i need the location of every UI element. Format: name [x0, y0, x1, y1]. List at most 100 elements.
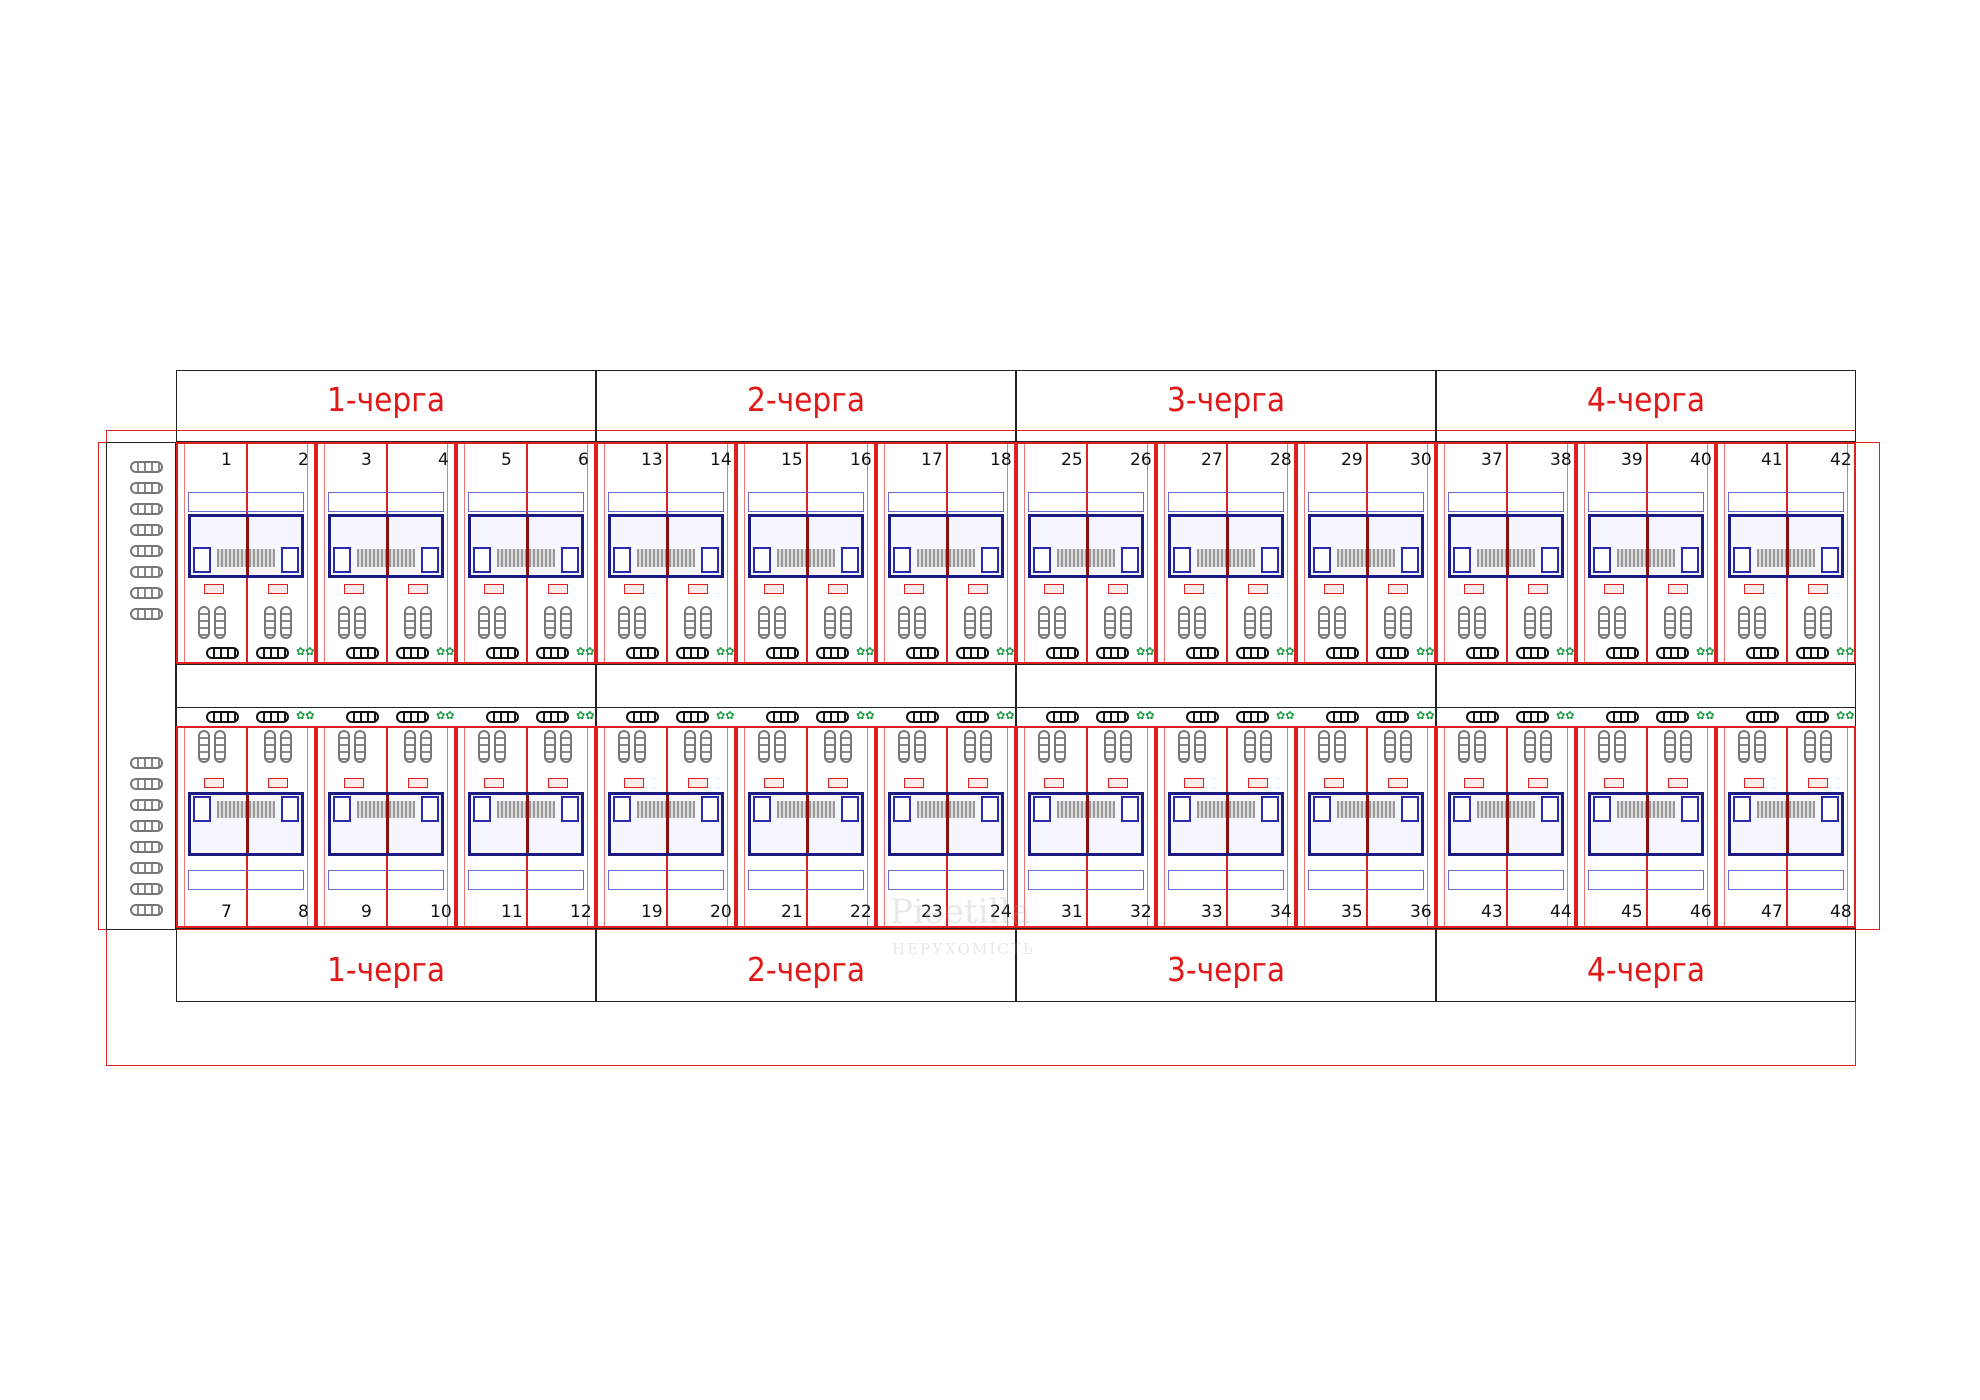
lot-number: 34 [1270, 902, 1292, 922]
party-wall [1506, 795, 1509, 853]
lot-setback [1444, 726, 1568, 928]
phase-header-top [176, 370, 596, 442]
street-parking-car-icon [486, 647, 519, 659]
parking-space-icon [1400, 730, 1412, 763]
parking-space-icon [774, 730, 786, 763]
parking-space-icon [618, 606, 630, 639]
watermark-logo: НЕРУХОМІСТЬ [892, 940, 1035, 958]
lot-number: 43 [1481, 902, 1503, 922]
street-parking-car-icon [1606, 711, 1639, 723]
terrace [188, 492, 304, 512]
entrance-porch [1808, 584, 1828, 594]
street-parking-car-icon [906, 711, 939, 723]
street-parking-car-icon [396, 711, 429, 723]
room [333, 796, 351, 822]
entrance-porch [1044, 584, 1064, 594]
room [1313, 547, 1331, 573]
lot-number: 5 [501, 450, 512, 470]
greenery-icon: ✿✿ [436, 645, 455, 658]
phase-header-top [1016, 370, 1436, 442]
lot-number: 42 [1830, 450, 1852, 470]
lot-number: 19 [641, 902, 663, 922]
greenery-icon: ✿✿ [576, 645, 595, 658]
terrace [1728, 492, 1844, 512]
parking-space-icon [1194, 730, 1206, 763]
parking-space-icon [478, 606, 490, 639]
street-parking-car-icon [536, 647, 569, 659]
room [1033, 547, 1051, 573]
entrance-porch [1808, 778, 1828, 788]
parking-space-icon [354, 606, 366, 639]
street-parking-car-icon [1186, 711, 1219, 723]
room [701, 547, 719, 573]
party-wall [1786, 795, 1789, 853]
parked-car-icon [130, 883, 163, 895]
street-parking-car-icon [346, 711, 379, 723]
parking-space-icon [824, 730, 836, 763]
parked-car-icon [130, 608, 163, 620]
parking-space-icon [1540, 730, 1552, 763]
lot-setback [1444, 442, 1568, 664]
street-parking-car-icon [1326, 711, 1359, 723]
room [333, 547, 351, 573]
entrance-porch [484, 778, 504, 788]
duplex-floor-plan [1168, 514, 1284, 578]
entrance-porch [268, 778, 288, 788]
entrance-porch [548, 584, 568, 594]
duplex-floor-plan [888, 514, 1004, 578]
entrance-porch [1388, 584, 1408, 594]
staircase [1337, 800, 1395, 819]
terrace [1448, 870, 1564, 890]
lot-number: 15 [781, 450, 803, 470]
street-parking-car-icon [766, 711, 799, 723]
lot-number: 33 [1201, 902, 1223, 922]
entrance-porch [828, 584, 848, 594]
parking-space-icon [198, 730, 210, 763]
entrance-porch [204, 584, 224, 594]
parked-car-icon [130, 461, 163, 473]
greenery-icon: ✿✿ [856, 645, 875, 658]
party-wall [386, 517, 389, 575]
greenery-icon: ✿✿ [1556, 645, 1575, 658]
room [1821, 796, 1839, 822]
lot-number: 21 [781, 902, 803, 922]
parking-space-icon [1540, 606, 1552, 639]
street-parking-car-icon [816, 647, 849, 659]
duplex-floor-plan [1028, 514, 1144, 578]
terrace [1168, 492, 1284, 512]
street-parking-car-icon [906, 647, 939, 659]
entrance-porch [268, 584, 288, 594]
lot-setback [1164, 442, 1288, 664]
entrance-porch [828, 778, 848, 788]
staircase [637, 800, 695, 819]
parking-space-icon [1384, 606, 1396, 639]
parked-car-icon [130, 841, 163, 853]
parking-space-icon [264, 730, 276, 763]
street-parking-car-icon [206, 711, 239, 723]
entrance-porch [764, 584, 784, 594]
room [281, 547, 299, 573]
room [421, 796, 439, 822]
entrance-porch [1184, 584, 1204, 594]
entrance-porch [764, 778, 784, 788]
lot-setback [1724, 726, 1848, 928]
party-wall [1786, 517, 1789, 575]
duplex-floor-plan [1588, 514, 1704, 578]
duplex-floor-plan [1448, 792, 1564, 856]
parking-space-icon [1664, 606, 1676, 639]
parking-space-icon [544, 730, 556, 763]
parking-space-icon [1524, 730, 1536, 763]
entrance-porch [408, 778, 428, 788]
parked-car-icon [130, 862, 163, 874]
lot-number: 11 [501, 902, 523, 922]
terrace [328, 870, 444, 890]
lot-number: 10 [430, 902, 452, 922]
lot-setback [324, 726, 448, 928]
parking-space-icon [560, 606, 572, 639]
parking-space-icon [1054, 606, 1066, 639]
staircase [497, 800, 555, 819]
parking-space-icon [964, 730, 976, 763]
parking-space-icon [1664, 730, 1676, 763]
parked-car-icon [130, 820, 163, 832]
lot-number: 18 [990, 450, 1012, 470]
